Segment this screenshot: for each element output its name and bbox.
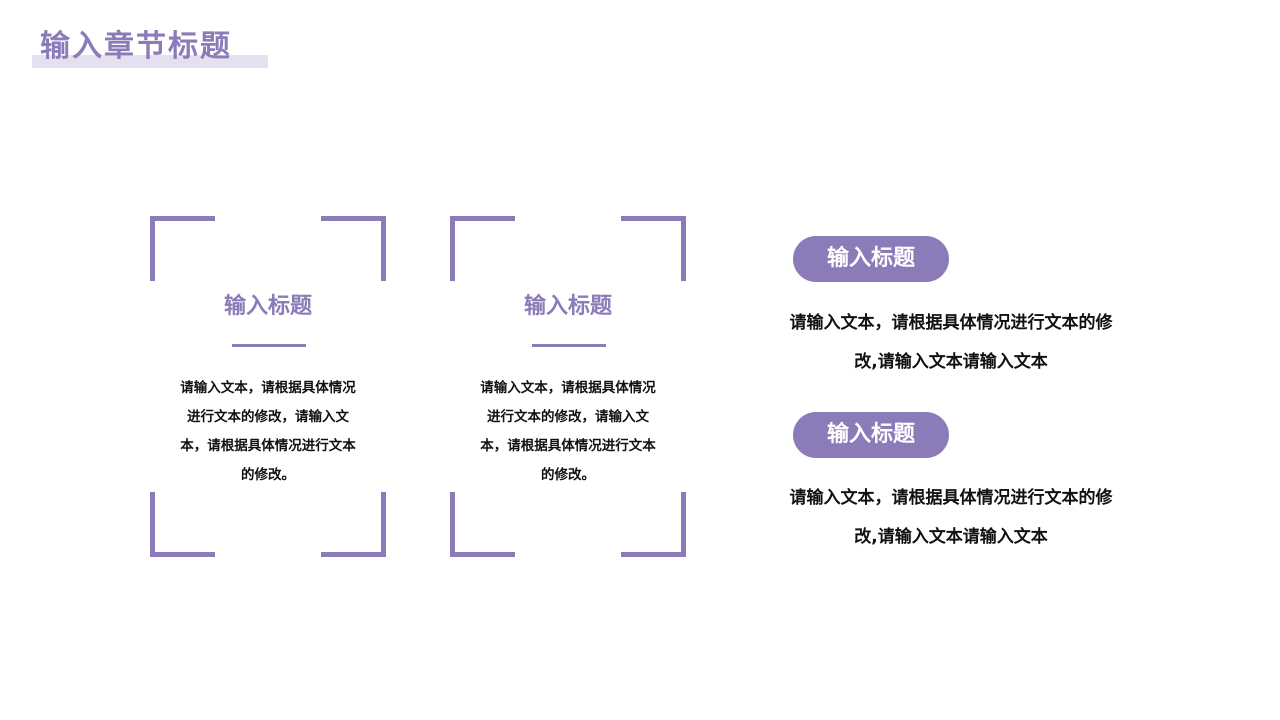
corner-bracket-bottom-left: [450, 492, 515, 557]
corner-bracket-top-right: [321, 216, 386, 281]
corner-bracket-top-left: [450, 216, 515, 281]
section-title-text: 输入章节标题: [40, 29, 232, 64]
card-divider: [532, 344, 606, 347]
item-text-2: 请输入文本，请根据具体情况进行文本的修改,请输入文本请输入文本: [789, 488, 1113, 547]
content-card-2: 输入标题 请输入文本，请根据具体情况进行文本的修改，请输入文本，请根据具体情况进…: [450, 216, 686, 557]
corner-bracket-bottom-right: [621, 492, 686, 557]
title-highlight-bar: [32, 55, 268, 68]
card-divider: [232, 344, 306, 347]
card-title: 输入标题: [523, 294, 612, 319]
corner-bracket-top-left: [150, 216, 215, 281]
item-title-pill-2: 输入标题: [793, 412, 949, 458]
card-body: 请输入文本，请根据具体情况进行文本的修改，请输入文本，请根据具体情况进行文本的修…: [480, 380, 656, 483]
item-text-1: 请输入文本，请根据具体情况进行文本的修改,请输入文本请输入文本: [789, 313, 1113, 372]
content-card-1: 输入标题 请输入文本，请根据具体情况进行文本的修改，请输入文本，请根据具体情况进…: [150, 216, 386, 557]
section-title: 输入章节标题: [32, 26, 268, 68]
card-title: 输入标题: [223, 294, 312, 319]
corner-bracket-bottom-left: [150, 492, 215, 557]
corner-bracket-top-right: [621, 216, 686, 281]
corner-bracket-bottom-right: [321, 492, 386, 557]
item-title-pill-1: 输入标题: [793, 236, 949, 282]
card-body: 请输入文本，请根据具体情况进行文本的修改，请输入文本，请根据具体情况进行文本的修…: [180, 380, 356, 483]
